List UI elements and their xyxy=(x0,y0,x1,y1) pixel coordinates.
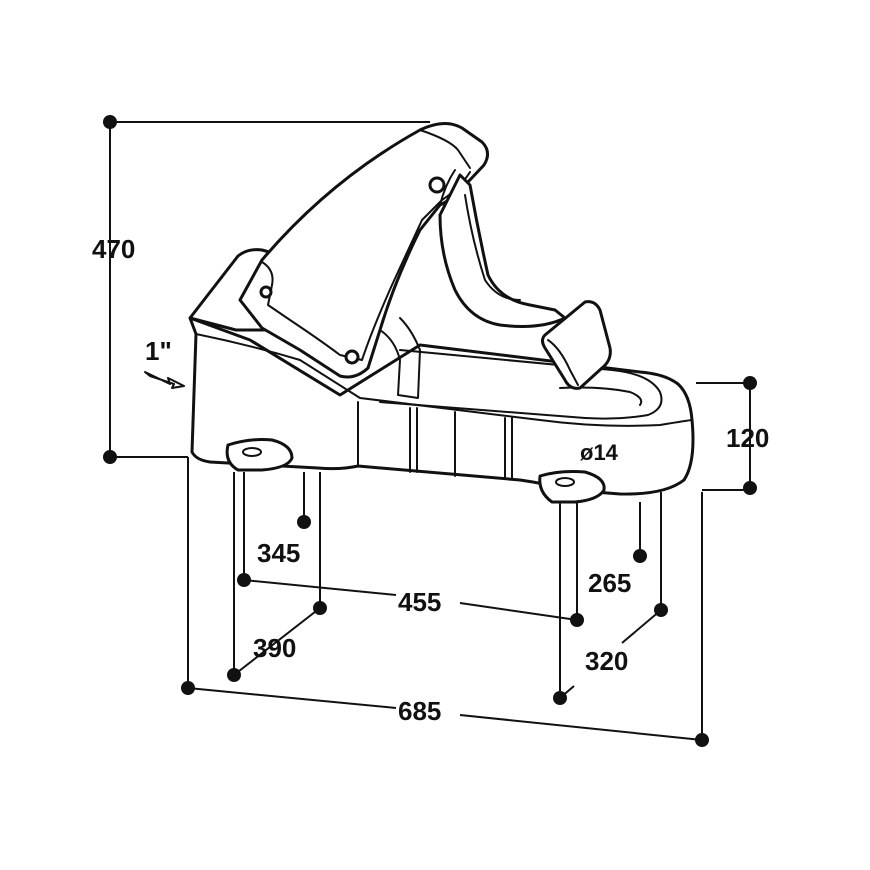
dim-point xyxy=(227,668,241,682)
label-height-total: 470 xyxy=(92,234,135,264)
mounting-foot-right xyxy=(538,470,606,504)
lever-bracket-inner xyxy=(464,194,521,301)
arrow-icon xyxy=(144,371,185,389)
trough-rim xyxy=(379,349,663,420)
press-paddle xyxy=(541,300,612,390)
dimension-lines xyxy=(103,115,757,747)
label-390: 390 xyxy=(253,633,296,663)
dim-point xyxy=(570,613,584,627)
dim-point xyxy=(654,603,668,617)
dim-point xyxy=(297,515,311,529)
front-panel-lines xyxy=(357,401,513,479)
basin-front-edge xyxy=(195,333,693,427)
dim-point xyxy=(103,450,117,464)
dim-point xyxy=(743,481,757,495)
press-paddle-edge xyxy=(547,339,579,386)
label-455: 455 xyxy=(398,587,441,617)
dim-point xyxy=(181,681,195,695)
label-685: 685 xyxy=(398,696,441,726)
drinking-bowl-drawing xyxy=(188,122,695,504)
label-rim-height: 120 xyxy=(726,423,769,453)
dim-point xyxy=(313,601,327,615)
dim-point xyxy=(103,115,117,129)
label-inlet: 1" xyxy=(145,336,172,366)
dim-point xyxy=(633,549,647,563)
dim-point xyxy=(237,573,251,587)
foot-hole-left xyxy=(242,447,262,457)
dim-point xyxy=(553,691,567,705)
pivot-screw-top xyxy=(428,176,446,194)
label-hole-diameter: ø14 xyxy=(580,440,619,465)
dim-point xyxy=(695,733,709,747)
lever-bracket xyxy=(438,173,567,328)
dim-point xyxy=(743,376,757,390)
foot-hole-right xyxy=(555,477,575,487)
label-320: 320 xyxy=(585,646,628,676)
label-345: 345 xyxy=(257,538,300,568)
arm-inner-wedge xyxy=(379,317,421,399)
label-265: 265 xyxy=(588,568,631,598)
pivot-screw-left xyxy=(259,285,273,299)
pivot-screw-bottom xyxy=(344,349,360,365)
valve-arm xyxy=(238,122,489,379)
valve-arm-ridge xyxy=(419,129,471,206)
